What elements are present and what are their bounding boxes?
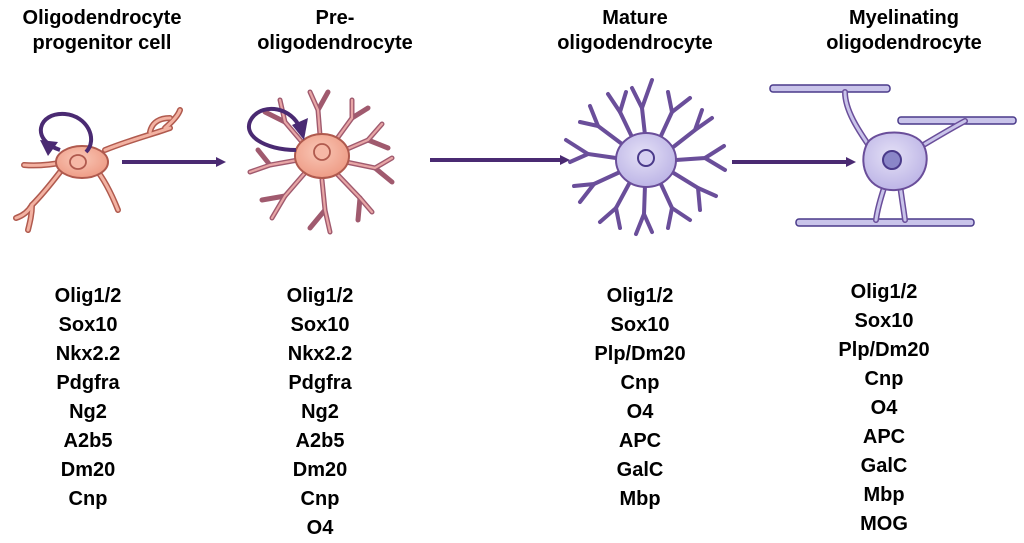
stage-title-line2: progenitor cell: [32, 32, 172, 54]
stage-title-line1: Pre-: [315, 7, 355, 29]
self-renewal-arrow-pre: [247, 107, 302, 152]
stage-title-line2: oligodendrocyte: [557, 32, 713, 54]
marker: Cnp: [300, 488, 340, 510]
stage-title-line2: oligodendrocyte: [257, 32, 413, 54]
marker: Nkx2.2: [287, 343, 353, 365]
marker: Olig1/2: [606, 285, 674, 307]
marker: Pdgfra: [56, 372, 120, 394]
marker: Cnp: [864, 368, 904, 390]
marker: Olig1/2: [54, 285, 122, 307]
marker: Mbp: [619, 488, 661, 510]
mature-oligodendrocyte-nucleus: [637, 149, 655, 167]
myelinating-oligodendrocyte-nucleus: [882, 150, 902, 170]
stage-title-line1: Oligodendrocyte: [22, 7, 182, 29]
marker-list-myelinating-oligodendrocyte: Olig1/2 Sox10 Plp/Dm20 Cnp O4 APC GalC M…: [804, 278, 964, 539]
marker: Sox10: [290, 314, 350, 336]
marker: Pdgfra: [288, 372, 352, 394]
marker: Nkx2.2: [55, 343, 121, 365]
marker: Cnp: [620, 372, 660, 394]
marker: Plp/Dm20: [838, 339, 930, 361]
stage-title-pre-oligodendrocyte: Pre- oligodendrocyte: [235, 6, 435, 56]
marker: Sox10: [854, 310, 914, 332]
marker: Plp/Dm20: [594, 343, 686, 365]
marker: Mbp: [863, 484, 905, 506]
self-renewal-arrowhead-pre: [292, 118, 308, 140]
marker: GalC: [860, 455, 908, 477]
marker: O4: [626, 401, 654, 423]
opc-nucleus: [69, 154, 87, 170]
stage-title-line1: Mature: [602, 7, 668, 29]
marker: O4: [306, 517, 334, 539]
stage-title-myelinating-oligodendrocyte: Myelinating oligodendrocyte: [804, 6, 1004, 56]
marker: Dm20: [292, 459, 348, 481]
marker-list-mature-oligodendrocyte: Olig1/2 Sox10 Plp/Dm20 Cnp O4 APC GalC M…: [560, 282, 720, 514]
marker: Cnp: [68, 488, 108, 510]
self-renewal-arrowhead-opc: [40, 140, 58, 156]
self-renewal-arrow-opc: [39, 111, 93, 154]
stage-title-mature-oligodendrocyte: Mature oligodendrocyte: [535, 6, 735, 56]
marker: Olig1/2: [286, 285, 354, 307]
myelin-sheath-top-left: [769, 84, 891, 93]
pre-oligodendrocyte-cell: [247, 89, 395, 235]
marker: Sox10: [610, 314, 670, 336]
opc-cell: [13, 107, 183, 233]
marker: O4: [870, 397, 898, 419]
marker: GalC: [616, 459, 664, 481]
mature-oligodendrocyte-cell: [564, 78, 727, 236]
marker: Ng2: [69, 401, 107, 423]
marker: Olig1/2: [850, 281, 918, 303]
pre-oligodendrocyte-nucleus: [313, 143, 331, 161]
marker: Dm20: [60, 459, 116, 481]
marker-list-opc: Olig1/2 Sox10 Nkx2.2 Pdgfra Ng2 A2b5 Dm2…: [0, 282, 176, 514]
marker: A2b5: [63, 430, 113, 452]
stage-title-line2: oligodendrocyte: [826, 32, 982, 54]
marker-list-pre-oligodendrocyte: Olig1/2 Sox10 Nkx2.2 Pdgfra Ng2 A2b5 Dm2…: [236, 282, 404, 543]
marker: Sox10: [58, 314, 118, 336]
myelin-sheath-bottom: [795, 218, 975, 227]
marker: Ng2: [301, 401, 339, 423]
myelin-sheaths: [769, 84, 1017, 227]
mature-oligodendrocyte-processes: [564, 78, 727, 236]
marker: APC: [862, 426, 906, 448]
marker: A2b5: [295, 430, 345, 452]
myelinating-oligodendrocyte-cell: [769, 84, 1017, 227]
stage-title-opc: Oligodendrocyte progenitor cell: [4, 6, 200, 56]
stage-title-line1: Myelinating: [848, 7, 959, 29]
marker: APC: [618, 430, 662, 452]
marker: MOG: [860, 513, 908, 535]
